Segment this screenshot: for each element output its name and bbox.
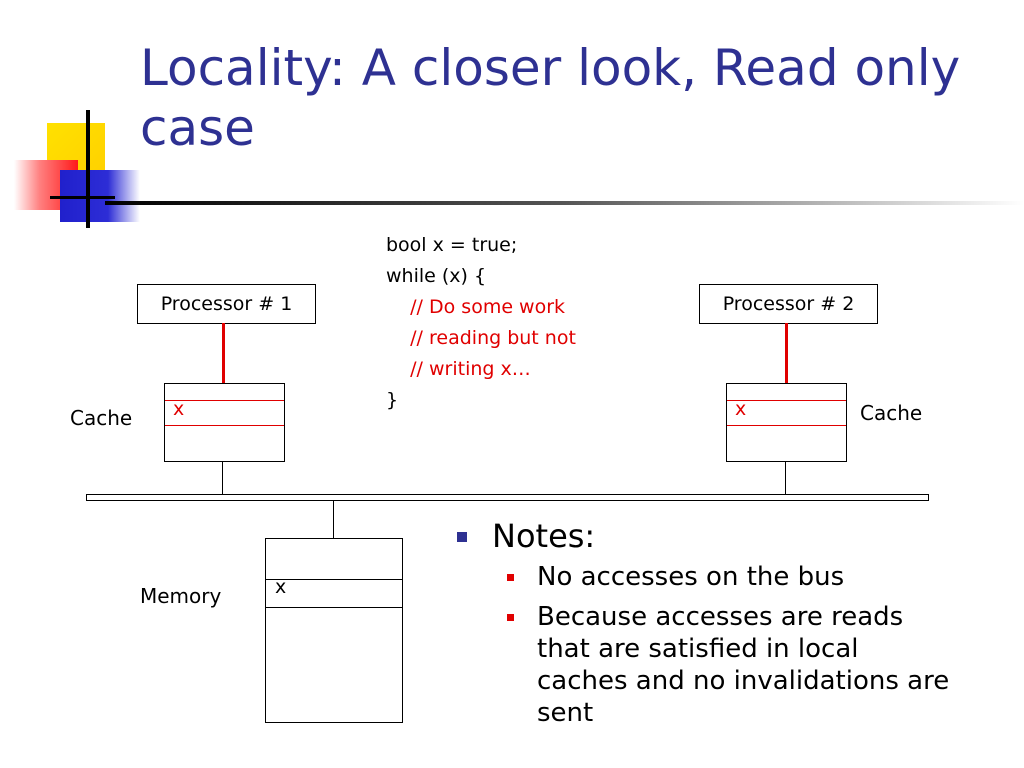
notes-item-text: Because accesses are reads that are sati… [537,602,950,728]
notes-heading: Notes: [492,517,596,555]
cache-1-line: x [165,398,284,426]
cache-1-box: x [164,383,285,462]
code-line: bool x = true; [386,234,518,256]
cache-1-value: x [173,398,185,420]
cache-2-bus-link [785,461,786,494]
processor-1-label: Processor # 1 [160,293,293,315]
notes-list: Notes: No accesses on the bus Because ac… [450,515,1010,729]
processor-2-box: Processor # 2 [699,284,878,324]
cache-2-line: x [727,398,846,426]
notes-item: Because accesses are reads that are sati… [450,601,957,729]
processor-1-box: Processor # 1 [137,284,316,324]
code-block: bool x = true; while (x) { // Do some wo… [386,230,576,416]
notes-item: No accesses on the bus [450,561,957,593]
cache-2-value: x [735,398,747,420]
notes-item-text: No accesses on the bus [537,562,845,592]
processor-2-cache-link [785,323,788,384]
memory-value: x [275,576,287,598]
cache-1-bus-link [222,461,223,494]
system-bus [86,494,929,501]
notes-heading-item: Notes: [450,515,1010,557]
square-bullet-icon [507,574,514,581]
processor-2-label: Processor # 2 [722,293,855,315]
logo-horizontal-line [50,196,115,199]
code-comment-line: // Do some work [386,296,566,318]
memory-bus-link [333,501,334,538]
logo-vertical-line [86,110,90,228]
code-line: } [386,389,399,411]
code-comment-line: // writing x… [386,358,531,380]
cache-left-label: Cache [70,406,133,430]
square-bullet-icon [457,532,467,542]
cache-right-label: Cache [860,401,923,425]
code-line: while (x) { [386,265,487,287]
page-title: Locality: A closer look, Read only case [140,39,961,157]
square-bullet-icon [507,614,514,621]
memory-label: Memory [140,584,222,608]
memory-line: x [266,576,402,608]
cache-2-box: x [726,383,847,462]
title-underline [105,201,1024,205]
memory-box: x [265,538,403,723]
processor-1-cache-link [222,323,225,384]
code-comment-line: // reading but not [386,327,576,349]
